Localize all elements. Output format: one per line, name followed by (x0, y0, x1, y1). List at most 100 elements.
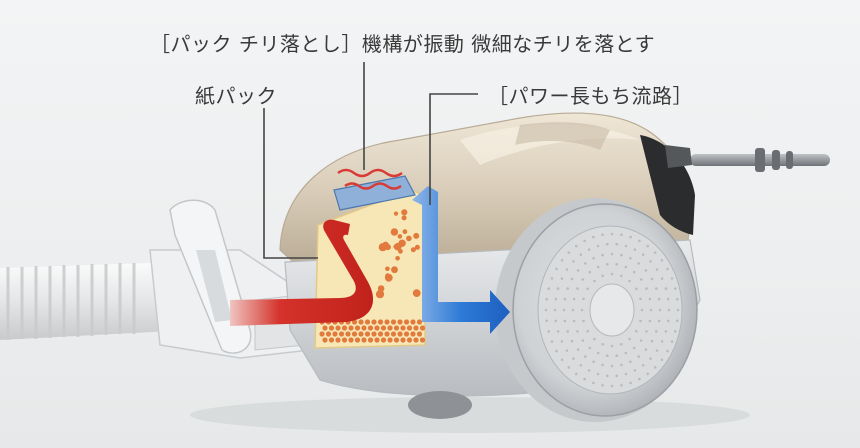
wheel-texture-dot (560, 277, 564, 280)
dust-particle (410, 247, 416, 253)
dust-particle (335, 337, 341, 343)
dust-particle (400, 337, 406, 343)
wheel-texture-dot (641, 253, 645, 256)
rear-wheel (495, 198, 698, 422)
wheel-texture-dot (624, 351, 628, 355)
wheel-texture-dot (579, 253, 583, 256)
wheel-texture-dot (655, 330, 658, 333)
wheel-texture-dot (601, 383, 604, 387)
dust-particle (406, 325, 413, 331)
wheel-texture-dot (571, 308, 575, 312)
wheel-texture-dot (610, 344, 614, 348)
wheel-texture-dot (633, 369, 637, 372)
wheel-texture-dot (660, 258, 664, 262)
wheel-texture-dot (554, 297, 558, 301)
wheel-texture-dot (676, 308, 680, 312)
wheel-texture-dot (566, 287, 569, 290)
clean-airflow-arrow (412, 186, 510, 334)
wheel-texture-dot (562, 308, 566, 312)
wheel-texture-dot (610, 232, 614, 236)
wheel-texture-dot (620, 233, 623, 237)
wheel-texture-dot (640, 308, 644, 312)
wheel-texture-dot (553, 308, 557, 312)
dust-particle (380, 325, 387, 331)
wheel-texture-dot (655, 349, 659, 352)
wheel-texture-dot (567, 366, 571, 369)
wheel-texture-dot (601, 363, 604, 367)
wheel-texture-dot (666, 349, 669, 353)
wheel-texture-dot (664, 287, 668, 290)
dust-particle (384, 319, 390, 325)
wheel-texture-dot (648, 297, 652, 301)
wheel-texture-dot (666, 297, 670, 301)
dust-particle (351, 331, 358, 337)
dust-particle (403, 331, 410, 337)
wheel-texture-dot (667, 308, 671, 312)
dust-particle (390, 331, 397, 337)
dust-particle (390, 319, 397, 325)
wheel-texture-dot (657, 319, 661, 323)
wheel-texture-dot (615, 263, 618, 266)
dust-particles (319, 209, 426, 343)
wheel-texture-dot (637, 355, 640, 358)
wheel-texture-dot (649, 260, 652, 263)
dust-particle (380, 337, 387, 343)
wheel-texture-dot (556, 330, 560, 333)
wheel-texture-dot (629, 257, 632, 260)
wheel-texture-dot (588, 270, 592, 274)
dust-particle (345, 331, 351, 337)
wheel-texture-dot (596, 265, 600, 269)
wheel-texture-dot (664, 330, 668, 333)
dust-particle (406, 337, 413, 343)
dust-particle (397, 331, 403, 337)
dust-particle (412, 289, 421, 297)
wheel-texture-dot (545, 297, 548, 301)
dust-particle (397, 234, 403, 239)
dust-particle (378, 290, 384, 296)
wheel-texture-dot (653, 251, 657, 254)
wheel-texture-dot (596, 351, 600, 355)
wheel-texture-dot (615, 242, 618, 246)
dust-particle (354, 337, 361, 343)
dust-particle (322, 325, 328, 331)
dust-particle (377, 319, 384, 325)
wheel-texture-dot (550, 340, 554, 343)
dust-particle (391, 266, 398, 274)
dust-particle (397, 319, 403, 325)
wheel-texture-dot (606, 242, 609, 246)
wheel-texture-dot (572, 357, 575, 360)
wheel-texture-dot (628, 337, 631, 341)
wheel-texture-dot (580, 308, 584, 312)
dust-particle (401, 209, 408, 216)
wheel-texture-dot (576, 348, 580, 351)
wheel-texture-dot (653, 366, 657, 369)
dust-particle (403, 319, 410, 325)
wheel-texture-dot (635, 287, 638, 291)
rear-panel (640, 135, 695, 235)
dust-particle (358, 319, 364, 325)
dust-particle (416, 319, 423, 325)
dust-particle (348, 325, 354, 331)
wheel-texture-dot (620, 363, 623, 367)
wheel-texture-dot (606, 374, 609, 378)
wheel-texture-dot (592, 235, 595, 239)
wheel-texture-dot (658, 308, 662, 312)
dust-particle (413, 337, 419, 343)
dust-particle (377, 331, 384, 337)
dust-particle (414, 244, 420, 250)
wheel-texture-dot (547, 287, 550, 290)
wheel-texture-dot (620, 274, 623, 278)
wheel-texture-dot (567, 251, 571, 254)
dust-particle (393, 211, 399, 216)
wheel-texture-dot (629, 235, 632, 239)
wheel-texture-dot (606, 354, 609, 358)
dust-particle (354, 325, 361, 331)
wheel-texture-dot (584, 355, 587, 358)
wheel-texture-dot (629, 360, 632, 364)
dust-particle (338, 331, 345, 337)
wheel-texture-dot (581, 339, 585, 342)
wheel-texture-dot (587, 369, 591, 372)
dust-particle (361, 325, 367, 331)
wheel-texture-dot (644, 348, 648, 351)
dust-particle (364, 319, 371, 325)
